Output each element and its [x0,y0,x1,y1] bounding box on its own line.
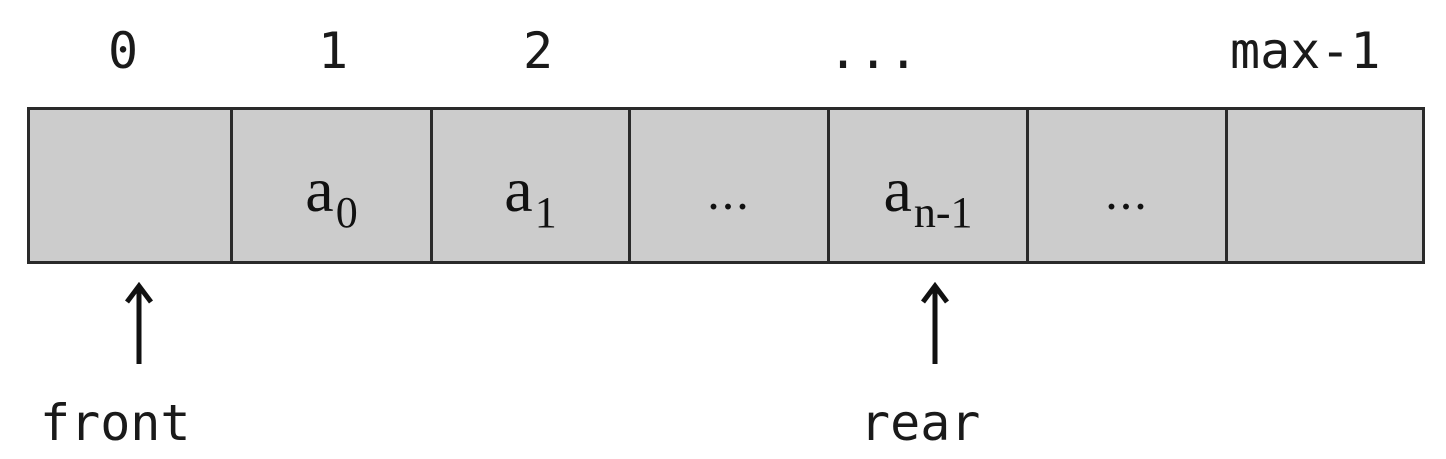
index-label-1: 1 [318,22,349,80]
index-label-0: 0 [108,22,139,80]
array-cell-4: an-1 [830,110,1029,261]
cell-6-value [1324,158,1326,222]
cell-2-subscript: 1 [534,187,557,237]
cell-4-base: a [883,153,912,225]
rear-arrow-icon [921,282,949,364]
array-row: a0 a1 ... an-1 ... [27,107,1425,264]
cell-1-value: a0 [305,157,357,234]
cell-3-ellipsis: ... [707,163,751,220]
cell-4-subscript: n-1 [913,187,973,237]
array-cell-0 [30,110,233,261]
cell-2-base: a [504,153,533,225]
array-cell-3: ... [631,110,830,261]
array-cell-6 [1228,110,1422,261]
cell-4-value: an-1 [883,157,972,234]
cell-1-subscript: 0 [335,187,358,237]
array-cell-5: ... [1029,110,1228,261]
index-label-2: 2 [523,22,554,80]
cell-2-value: a1 [504,157,556,234]
index-label-max: max-1 [1230,22,1381,80]
array-cell-2: a1 [433,110,631,261]
front-arrow-icon [125,282,153,364]
index-label-ellipsis: ... [828,22,919,80]
cell-5-ellipsis: ... [1105,163,1149,220]
rear-pointer-label: rear [860,394,981,452]
array-cell-1: a0 [233,110,433,261]
cell-1-base: a [305,153,334,225]
front-pointer-label: front [40,394,191,452]
cell-0-value [129,158,131,222]
